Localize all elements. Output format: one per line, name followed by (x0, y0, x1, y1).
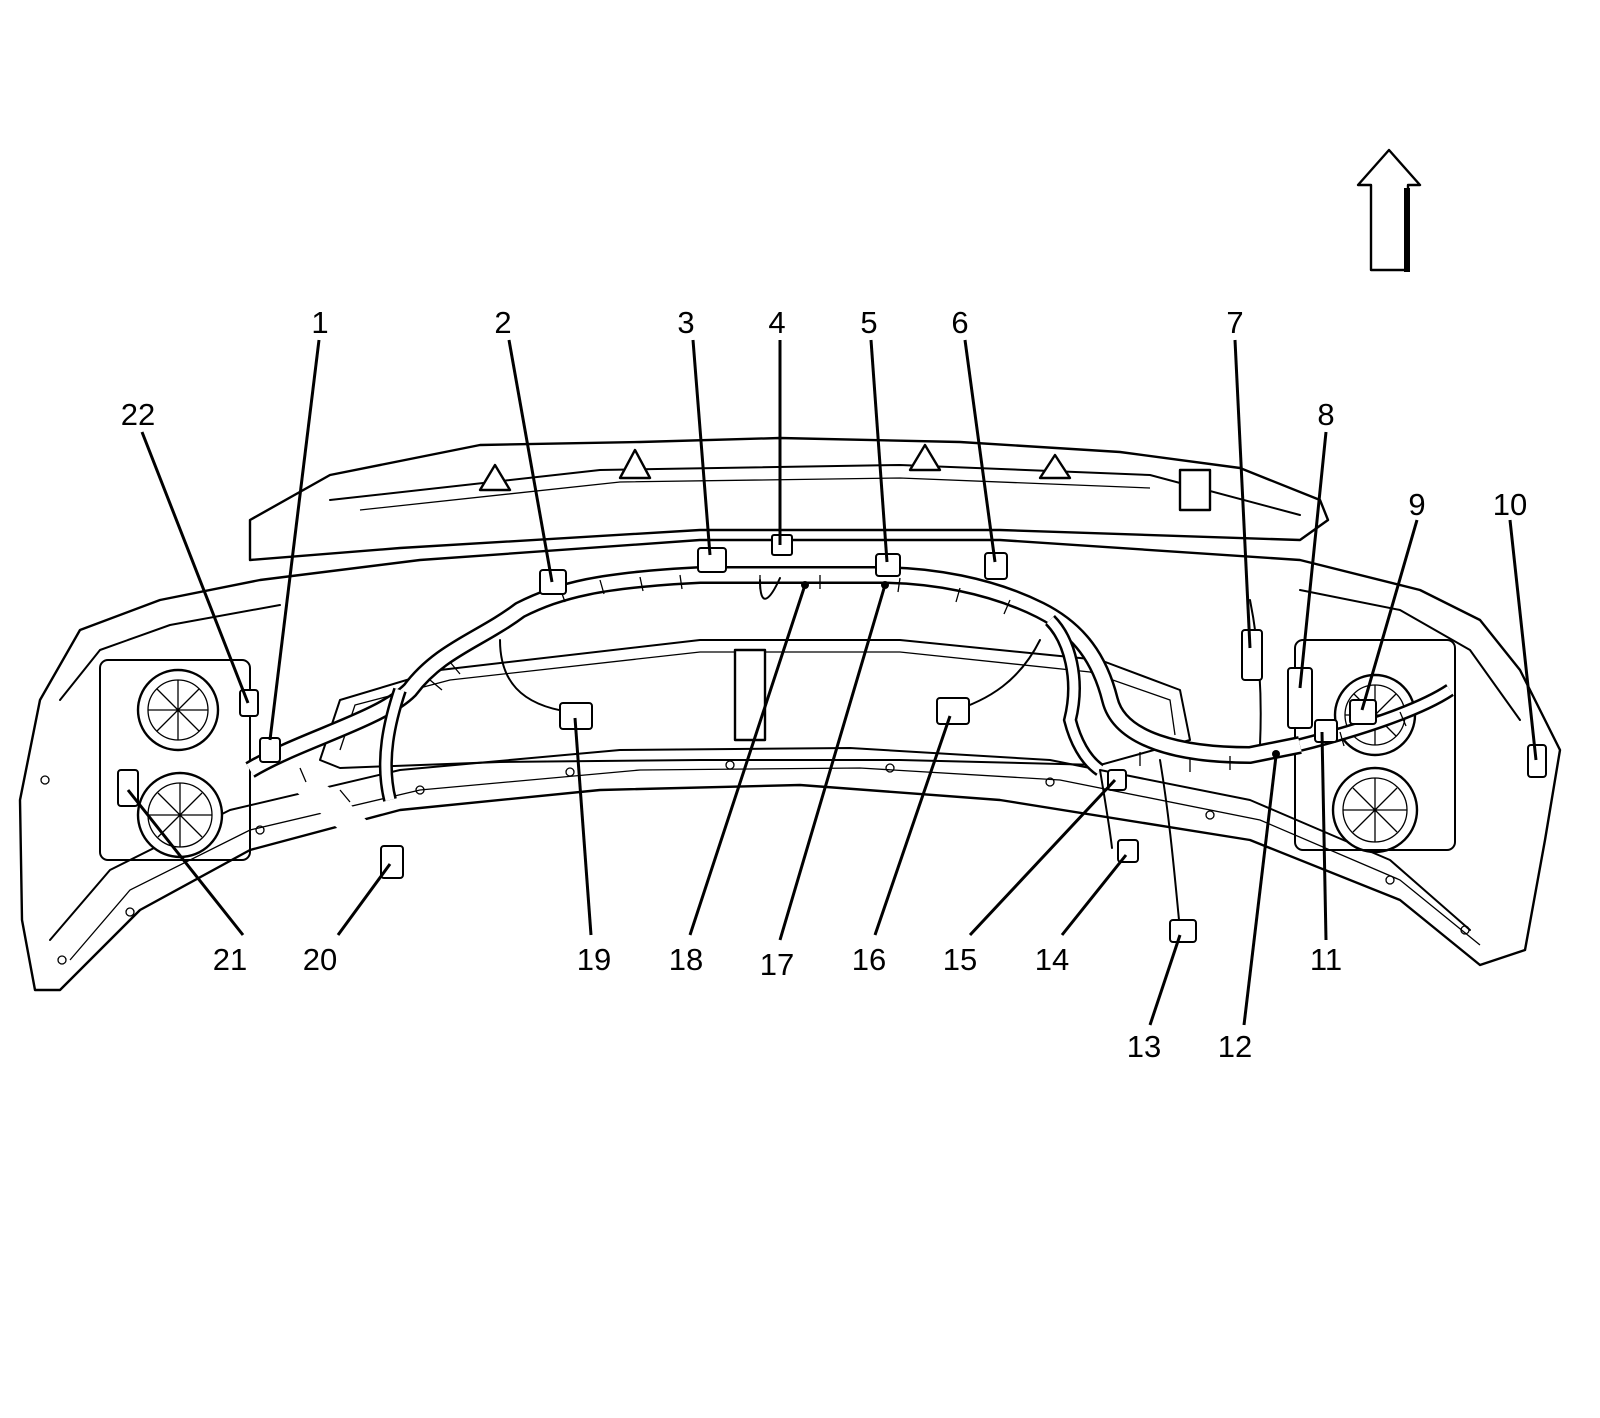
connector-4 (771, 534, 793, 556)
connector-13 (1169, 919, 1197, 943)
callout-14: 14 (1035, 942, 1069, 977)
callout-16: 16 (852, 942, 886, 977)
connector-3 (697, 547, 727, 573)
connectors (117, 534, 1547, 943)
callout-15: 15 (943, 942, 977, 977)
callout-22: 22 (121, 397, 155, 432)
connector-10 (1527, 744, 1547, 778)
callout-3: 3 (677, 305, 694, 340)
connector-15 (1107, 769, 1127, 791)
connector-1 (259, 737, 281, 763)
connector-9 (1349, 699, 1377, 725)
connector-6 (984, 552, 1008, 580)
connector-8 (1287, 667, 1313, 729)
connector-16 (936, 697, 970, 725)
callout-4: 4 (768, 305, 785, 340)
connector-5 (875, 553, 901, 577)
callout-11: 11 (1310, 942, 1342, 977)
callout-8: 8 (1317, 397, 1334, 432)
callout-13: 13 (1127, 1029, 1161, 1064)
callout-17: 17 (760, 947, 794, 982)
callout-19: 19 (577, 942, 611, 977)
up-arrow-icon (1356, 148, 1422, 272)
callout-21: 21 (213, 942, 247, 977)
connector-22 (239, 689, 259, 717)
connector-7 (1241, 629, 1263, 681)
callout-1: 1 (311, 305, 328, 340)
callout-7: 7 (1226, 305, 1243, 340)
leader-lines (126, 339, 1538, 1026)
callout-labels: 1 2 3 4 5 6 7 8 9 10 11 12 13 14 15 16 1… (121, 305, 1527, 1064)
bumper-assembly (18, 436, 1562, 992)
connector-14 (1117, 839, 1139, 863)
callout-12: 12 (1218, 1029, 1252, 1064)
callout-18: 18 (669, 942, 703, 977)
callout-10: 10 (1493, 487, 1527, 522)
connector-11 (1314, 719, 1338, 743)
connector-2 (539, 569, 567, 595)
callout-9: 9 (1408, 487, 1425, 522)
callout-20: 20 (303, 942, 337, 977)
callout-2: 2 (494, 305, 511, 340)
callout-5: 5 (860, 305, 877, 340)
callout-6: 6 (951, 305, 968, 340)
